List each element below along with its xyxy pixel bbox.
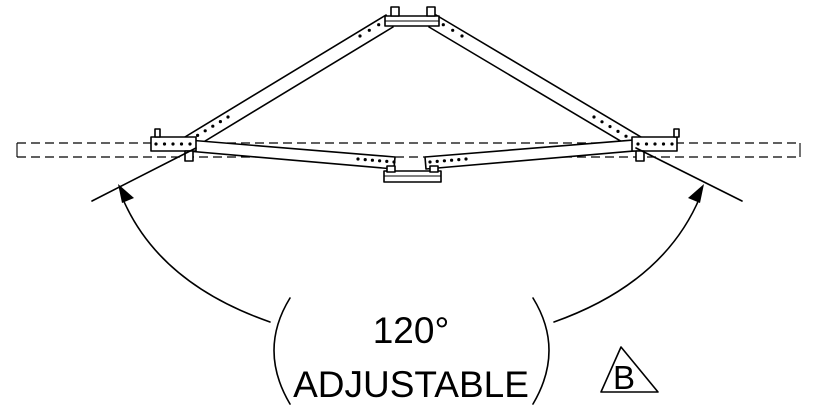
bolt-hole — [385, 159, 389, 163]
dashed-reference-rail — [16, 142, 801, 158]
bolt-hole — [670, 142, 674, 146]
bolt-hole — [441, 23, 445, 27]
bolt-hole — [661, 142, 666, 146]
bolt-hole — [171, 142, 175, 146]
bolt-hole — [196, 133, 200, 137]
bolt-hole — [378, 159, 382, 163]
left-mount-clamp — [150, 128, 197, 162]
bolt-hole — [211, 124, 215, 128]
bolt-hole — [203, 129, 207, 133]
upper-left-arm — [179, 14, 394, 153]
bolt-hole — [464, 157, 468, 161]
bolt-hole — [218, 120, 222, 124]
bolt-hole — [363, 158, 367, 162]
angle-dimension-arcs — [121, 196, 701, 323]
bolt-hole — [592, 115, 596, 119]
callout-triangle: B — [600, 346, 659, 396]
bolt-hole — [653, 142, 657, 146]
bolt-hole — [442, 159, 446, 163]
label-brackets — [273, 297, 550, 405]
bolt-hole — [377, 23, 381, 27]
bolt-hole — [451, 28, 455, 32]
bolt-hole — [644, 142, 649, 146]
bolt-hole — [367, 28, 371, 32]
bolt-hole — [226, 115, 230, 119]
bolt-hole — [624, 134, 628, 138]
bolt-hole — [358, 34, 362, 38]
bolt-hole — [428, 160, 432, 164]
bolt-hole — [616, 129, 620, 133]
bolt-hole — [154, 142, 158, 146]
angle-value-label: 120° — [373, 310, 450, 351]
bolt-hole — [370, 158, 374, 162]
bolt-hole — [460, 34, 464, 38]
callout-letter: B — [613, 359, 635, 396]
bolt-hole — [457, 158, 461, 162]
bolt-hole — [392, 160, 396, 164]
top-clamp-plate — [384, 6, 440, 27]
bottom-clamp-plate — [383, 165, 442, 183]
bolt-hole — [356, 157, 360, 161]
bolt-hole — [188, 142, 192, 146]
adjustable-label: ADJUSTABLE — [293, 364, 529, 405]
bolt-hole — [600, 120, 604, 124]
bolt-hole — [608, 125, 612, 129]
right-mount-clamp — [631, 128, 680, 162]
upper-right-arm — [428, 14, 647, 153]
extension-lines — [91, 147, 743, 202]
bolt-hole — [162, 142, 167, 146]
bolt-hole — [636, 142, 640, 146]
angle-arrowheads — [118, 184, 704, 203]
bolt-hole — [435, 159, 439, 163]
bolt-hole — [179, 142, 184, 146]
bolt-hole — [450, 158, 454, 162]
